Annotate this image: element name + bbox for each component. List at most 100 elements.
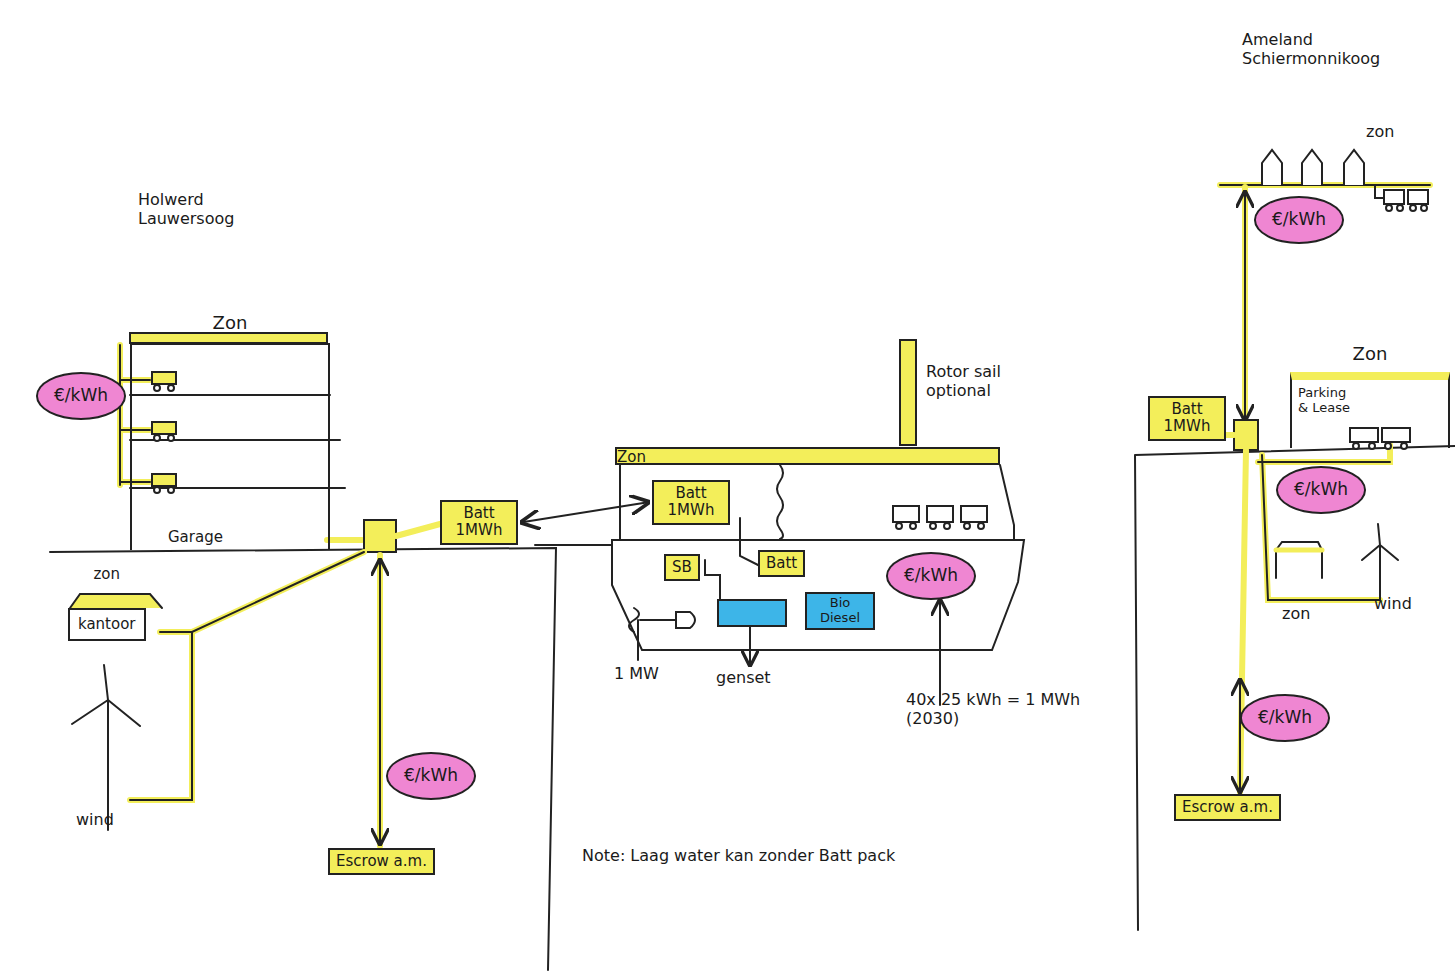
- sketch-stroke: [1135, 446, 1455, 930]
- sketch-stroke: [893, 506, 987, 522]
- connector-arrow: [522, 502, 648, 522]
- note-text: Note: Laag water kan zonder Batt pack: [582, 846, 895, 865]
- sketch-stroke: [152, 372, 176, 384]
- sketch-stroke: [1262, 150, 1282, 185]
- sketch-stroke: [1239, 680, 1241, 792]
- sketch-stroke: [1350, 428, 1410, 442]
- node-text: €/kWh: [54, 386, 108, 406]
- sketch-stroke: [1385, 443, 1391, 449]
- sketch-stroke: [749, 626, 751, 665]
- sketch-stroke: [154, 435, 160, 441]
- sketch-stroke: [939, 600, 941, 705]
- sketch-stroke: [1410, 205, 1416, 211]
- sketch-stroke: [1276, 542, 1322, 578]
- sketch-stroke: [130, 552, 364, 800]
- note-label: Rotor sail optional: [926, 362, 1026, 400]
- sketch-stroke: [130, 395, 345, 488]
- sketch-stroke: [1344, 150, 1364, 185]
- node-text: €/kWh: [1294, 480, 1348, 500]
- battery-box: Batt: [758, 550, 805, 577]
- source-label: zon: [1366, 122, 1394, 141]
- sketch-stroke: [1362, 524, 1398, 600]
- sketch-stroke: [978, 523, 984, 529]
- sketch-stroke: [1234, 420, 1258, 450]
- source-label: wind: [1374, 594, 1412, 613]
- sketch-stroke: [1401, 443, 1407, 449]
- sketch-stroke: [327, 537, 362, 543]
- node-text: Parking & Lease: [1298, 386, 1358, 416]
- sketch-stroke: [535, 544, 612, 546]
- node-text: €/kWh: [1272, 210, 1326, 230]
- price-ellipse: €/kWh: [1254, 196, 1344, 244]
- sketch-stroke: [1220, 184, 1430, 186]
- node-text: €/kWh: [404, 766, 458, 786]
- price-ellipse: €/kWh: [1276, 466, 1366, 514]
- sketch-stroke: [629, 608, 676, 660]
- sketch-stroke: [396, 524, 440, 536]
- node-text: Batt 1MWh: [1156, 401, 1218, 436]
- sketch-stroke: [168, 487, 174, 493]
- sketch-stroke: [1353, 443, 1359, 449]
- sketch-stroke: [154, 385, 160, 391]
- sketch-stroke: [72, 665, 140, 830]
- sketch-stroke: [379, 560, 381, 844]
- node-text: zon: [70, 566, 144, 583]
- node-text: Zon: [1292, 344, 1448, 365]
- sketch-stroke: [70, 594, 162, 608]
- source-label: zon: [1282, 604, 1310, 623]
- sketch-stroke: [896, 523, 902, 529]
- node-text: Zon: [132, 313, 328, 334]
- sketch-stroke: [364, 520, 396, 552]
- sketch-stroke: [927, 506, 953, 522]
- sketch-stroke: [377, 555, 383, 846]
- sketch-stroke: [1262, 150, 1364, 185]
- sketch-stroke: [1220, 182, 1430, 188]
- sketch-stroke: [152, 372, 176, 486]
- ship-roof: Zon: [615, 447, 1000, 465]
- sketch-stroke: [130, 552, 364, 800]
- sketch-stroke: [50, 548, 556, 970]
- location-name: Ameland Schiermonnikoog: [1242, 30, 1432, 68]
- source-label: wind: [76, 810, 114, 829]
- escrow-box: Escrow a.m.: [1174, 794, 1281, 821]
- node-text: Escrow a.m.: [336, 853, 427, 870]
- sketch-stroke: [1408, 190, 1428, 204]
- price-ellipse: €/kWh: [886, 552, 976, 600]
- sketch-stroke: [168, 385, 174, 391]
- sketch-stroke: [1353, 443, 1407, 449]
- sketch-stroke: [120, 345, 150, 485]
- sketch-stroke: [612, 540, 1024, 650]
- sketch-stroke: [900, 340, 916, 445]
- office-house: zonkantoor: [68, 608, 146, 641]
- sketch-stroke: [777, 465, 783, 539]
- sketch-stroke: [1350, 428, 1378, 442]
- node-text: Batt 1MWh: [448, 505, 510, 540]
- node-text: SB: [672, 559, 692, 576]
- sketch-stroke: [676, 612, 695, 628]
- sketch-stroke: [130, 333, 327, 343]
- sketch-stroke: [154, 385, 174, 493]
- node-text: €/kWh: [1258, 708, 1312, 728]
- sketch-stroke: [1258, 445, 1390, 600]
- price-ellipse: €/kWh: [386, 752, 476, 800]
- sketch-stroke: [1397, 205, 1403, 211]
- price-ellipse: €/kWh: [36, 372, 126, 420]
- sketch-stroke: [1276, 548, 1322, 553]
- parking-building: ZonParking & Lease: [1290, 372, 1450, 448]
- battery-box: Batt 1MWh: [1148, 396, 1226, 441]
- switchboard-box: SB: [664, 554, 700, 581]
- sketch-stroke: [152, 474, 176, 486]
- sketch-stroke: [152, 422, 176, 434]
- sketch-stroke: [1386, 205, 1427, 211]
- sketch-stroke: [910, 523, 916, 529]
- sketch-stroke: [964, 523, 970, 529]
- sketch-stroke: [930, 523, 936, 529]
- battery-box: Batt 1MWh: [440, 500, 518, 545]
- garage-building: ZonGarage: [130, 343, 330, 550]
- node-text: kantoor: [78, 616, 136, 633]
- sketch-stroke: [620, 465, 1014, 540]
- capacity-note: 40x 25 kWh = 1 MWh (2030): [906, 690, 1091, 728]
- node-text: Zon: [617, 449, 998, 466]
- node-text: Bio Diesel: [812, 596, 868, 626]
